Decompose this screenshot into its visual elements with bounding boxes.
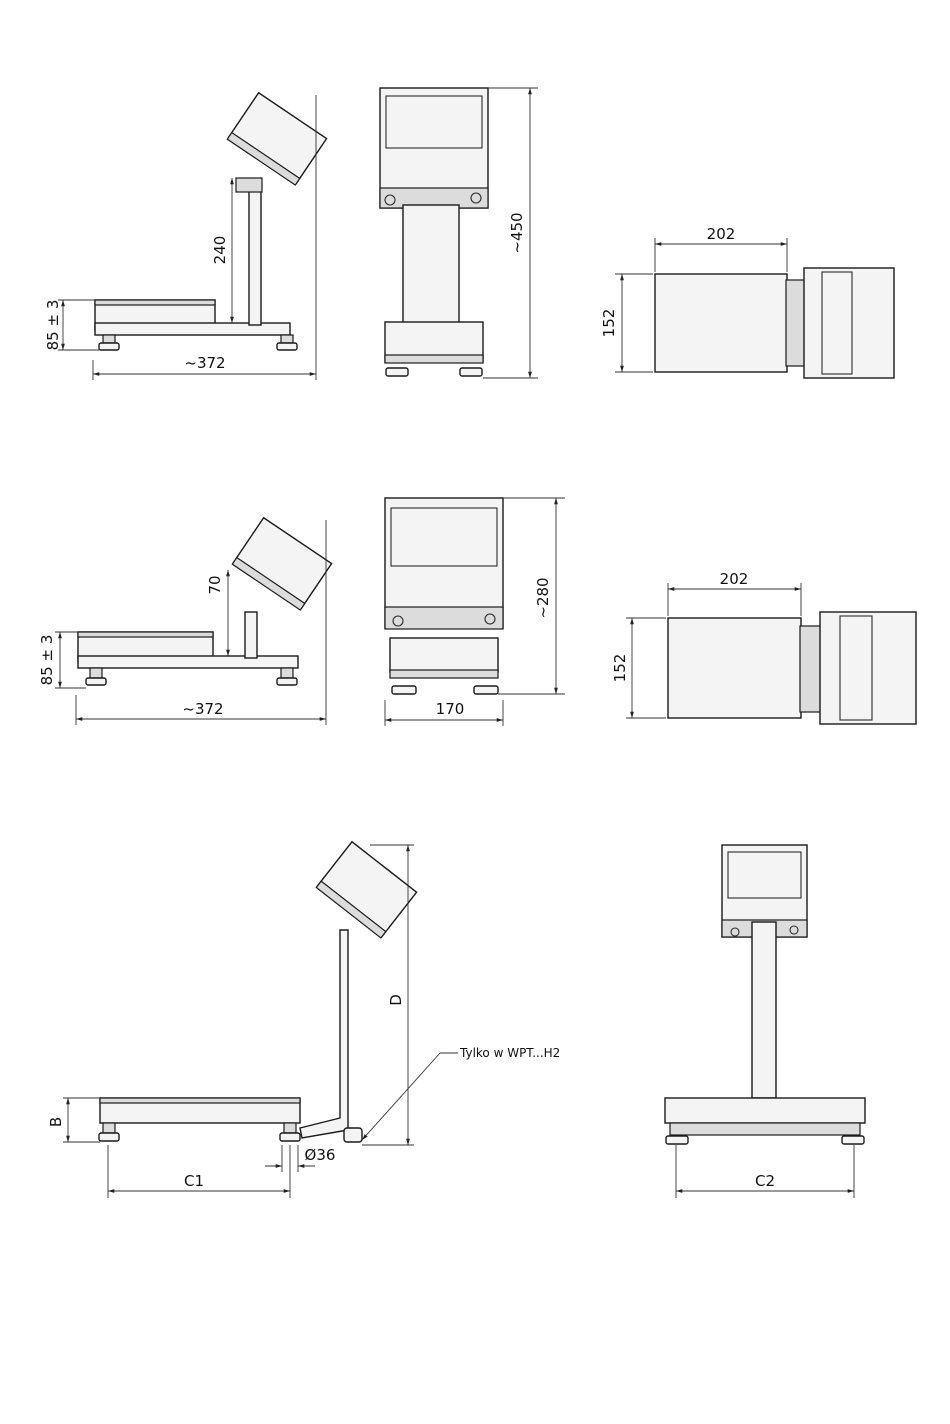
foot-pad <box>386 368 408 376</box>
row2-total-height-label: ~280 <box>534 577 552 618</box>
row1-front-view: ~450 <box>380 88 538 378</box>
foot-pad <box>842 1136 864 1144</box>
foot-pad <box>666 1136 688 1144</box>
row2-side-view: 85 ± 3 70 ~372 <box>38 518 332 725</box>
row1-side-view: 85 ± 3 240 ~372 <box>44 93 327 380</box>
foot <box>284 1123 296 1133</box>
row2-top-depth-label: 152 <box>611 654 629 683</box>
foot-pad <box>99 1133 119 1141</box>
row1-length-label: ~372 <box>184 354 225 372</box>
row2-top-width-label: 202 <box>720 570 749 588</box>
column <box>752 922 776 1098</box>
foot-pad <box>392 686 416 694</box>
row3-b-label: B <box>47 1117 65 1127</box>
platform-top <box>95 300 215 305</box>
foot <box>103 1123 115 1133</box>
row3-note-label: Tylko w WPT...H2 <box>459 1046 560 1060</box>
column-top <box>800 626 822 712</box>
platform-top <box>655 274 787 372</box>
foot <box>281 668 293 678</box>
platform-base <box>385 355 483 363</box>
platform <box>665 1098 865 1123</box>
row2-front-width-label: 170 <box>436 700 465 718</box>
row2-length-label: ~372 <box>182 700 223 718</box>
indicator-head <box>232 518 331 610</box>
row1-top-view: 202 152 <box>600 225 894 378</box>
foot-pad <box>280 1133 300 1141</box>
foot <box>103 335 115 343</box>
column <box>249 190 261 325</box>
platform-top <box>78 632 213 637</box>
row2-height-platform-label: 85 ± 3 <box>38 635 56 686</box>
foot-pad <box>99 343 119 350</box>
row1-total-height-label: ~450 <box>508 212 526 253</box>
row1-top-width-label: 202 <box>707 225 736 243</box>
row3-c1-label: C1 <box>184 1172 204 1190</box>
column <box>403 205 459 323</box>
column <box>245 612 257 658</box>
row3-foot-diameter-label: Ø36 <box>305 1146 336 1164</box>
indicator-top <box>820 612 916 724</box>
foot <box>281 335 293 343</box>
platform-base <box>390 670 498 678</box>
platform <box>390 638 498 672</box>
indicator-top <box>804 268 894 378</box>
indicator-bracket <box>236 178 262 192</box>
base-frame <box>78 656 298 668</box>
platform-base <box>670 1123 860 1135</box>
platform-top <box>668 618 801 718</box>
row1-height-platform-label: 85 ± 3 <box>44 300 62 351</box>
row1-column-height-label: 240 <box>211 236 229 265</box>
row2-front-view: ~280 170 <box>385 498 565 726</box>
foot <box>90 668 102 678</box>
row3-front-view: C2 <box>665 845 865 1198</box>
column-top <box>786 280 806 366</box>
row3-d-label: D <box>387 994 405 1006</box>
column <box>300 930 348 1138</box>
row3-side-view: B D C1 Ø36 Tylko w WPT...H2 <box>47 842 560 1198</box>
row2-column-height-label: 70 <box>206 575 224 594</box>
column-foot <box>344 1128 362 1142</box>
row1-top-depth-label: 152 <box>600 309 618 338</box>
row2-top-view: 202 152 <box>611 570 916 724</box>
platform-top <box>100 1098 300 1103</box>
foot-pad <box>277 678 297 685</box>
indicator-head <box>227 93 326 185</box>
indicator-head <box>316 842 416 938</box>
row3-c2-label: C2 <box>755 1172 775 1190</box>
foot-pad <box>460 368 482 376</box>
foot-pad <box>86 678 106 685</box>
foot-pad <box>474 686 498 694</box>
foot-pad <box>277 343 297 350</box>
